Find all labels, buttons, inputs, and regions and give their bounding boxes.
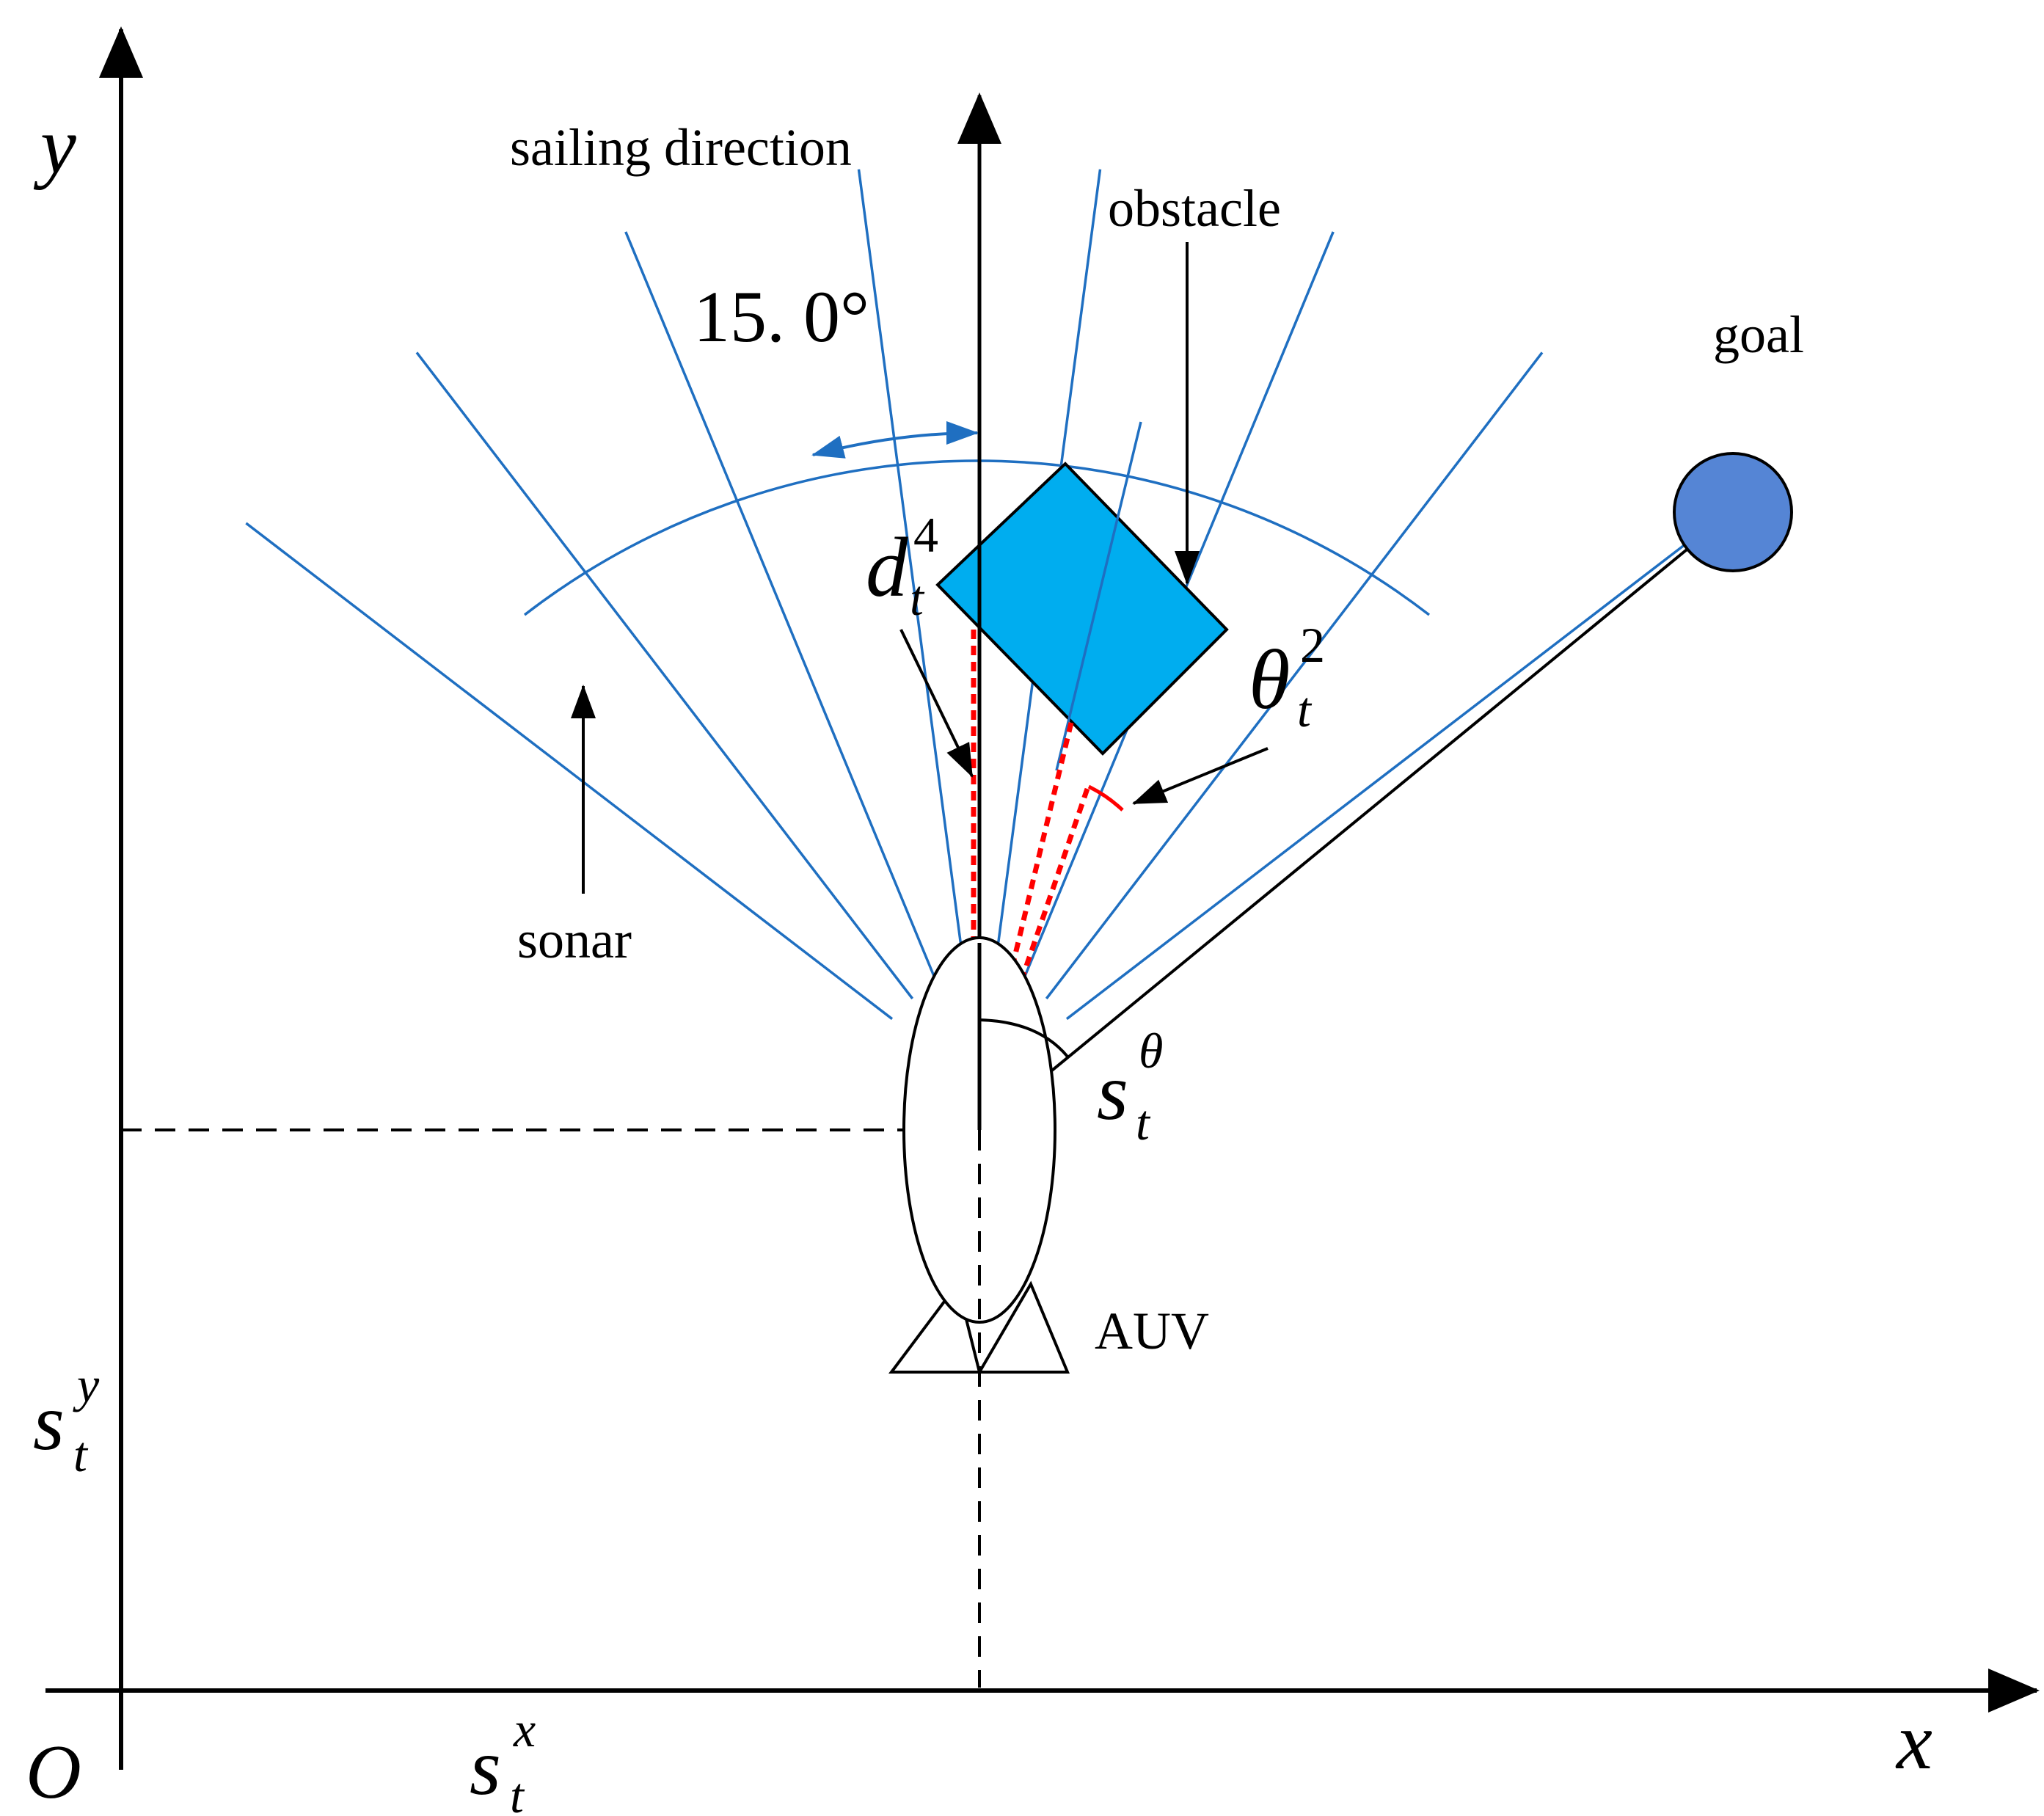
- d4-superscript: 4: [913, 507, 938, 563]
- sonar-beam-7: [1045, 351, 1544, 1000]
- d4-subscript: t: [910, 570, 925, 626]
- sy-superscript: y: [73, 1357, 100, 1412]
- auv-heading-angle-arc: [979, 1018, 1069, 1058]
- origin-label: O: [26, 1729, 81, 1815]
- range-measurements: [971, 630, 1124, 976]
- heading-angle-symbol: s θ t: [1097, 1023, 1163, 1151]
- x-axis-label: x: [1895, 1696, 1932, 1786]
- sx-subscript: t: [510, 1768, 525, 1816]
- auv-fin-right: [977, 1280, 1070, 1374]
- goal-label: goal: [1713, 305, 1804, 364]
- goal-circle: [1673, 452, 1793, 572]
- obstacle-label: obstacle: [1108, 179, 1281, 238]
- auv-label: AUV: [1095, 1302, 1209, 1360]
- sailing-direction-label: sailing direction: [510, 118, 852, 177]
- theta-angle-arc: [1087, 784, 1124, 812]
- sonar-label: sonar: [517, 911, 632, 969]
- position-y-symbol: s y t: [33, 1357, 100, 1482]
- theta2-subscript: t: [1297, 682, 1313, 737]
- beam-over-obstacle: [1055, 421, 1142, 771]
- beam-angle-arrow: [811, 421, 979, 459]
- theta2-base: θ: [1249, 633, 1291, 726]
- range-d4-symbol: d 4 t: [866, 507, 938, 626]
- s-theta-base: s: [1097, 1047, 1128, 1137]
- sonar-beam-1: [245, 522, 894, 1021]
- range-dash-beam5: [1008, 722, 1074, 973]
- position-x-symbol: s x t: [470, 1702, 536, 1816]
- sonar-beam-2: [415, 351, 914, 1000]
- sonar-beam-8: [1065, 522, 1714, 1021]
- coordinate-axes: [45, 26, 2040, 1770]
- sy-base: s: [33, 1377, 65, 1467]
- sy-subscript: t: [73, 1426, 89, 1482]
- auv-vehicle: [888, 936, 1070, 1374]
- y-axis-label: y: [33, 101, 76, 190]
- goal-heading-line: [978, 508, 1737, 1131]
- s-theta-subscript: t: [1136, 1095, 1151, 1151]
- sonar-beam-3: [624, 231, 939, 985]
- beam-angle-value: 15. 0°: [693, 276, 869, 357]
- s-theta-superscript: θ: [1139, 1023, 1163, 1079]
- d4-base: d: [866, 521, 908, 614]
- sonar-beam-4: [857, 169, 967, 977]
- sx-superscript: x: [513, 1702, 536, 1757]
- auv-fin-left: [888, 1280, 982, 1374]
- pointer-arrows: [571, 242, 1269, 894]
- range-dash-beam6: [1021, 787, 1090, 976]
- sx-base: s: [470, 1722, 501, 1812]
- theta-pointer-arrow: [1132, 747, 1269, 805]
- d4-pointer-arrow: [899, 629, 974, 778]
- beam-angle-theta2-symbol: θ 2 t: [1249, 617, 1325, 737]
- sonar-range-arc: [523, 459, 1431, 616]
- theta2-superscript: 2: [1300, 617, 1325, 673]
